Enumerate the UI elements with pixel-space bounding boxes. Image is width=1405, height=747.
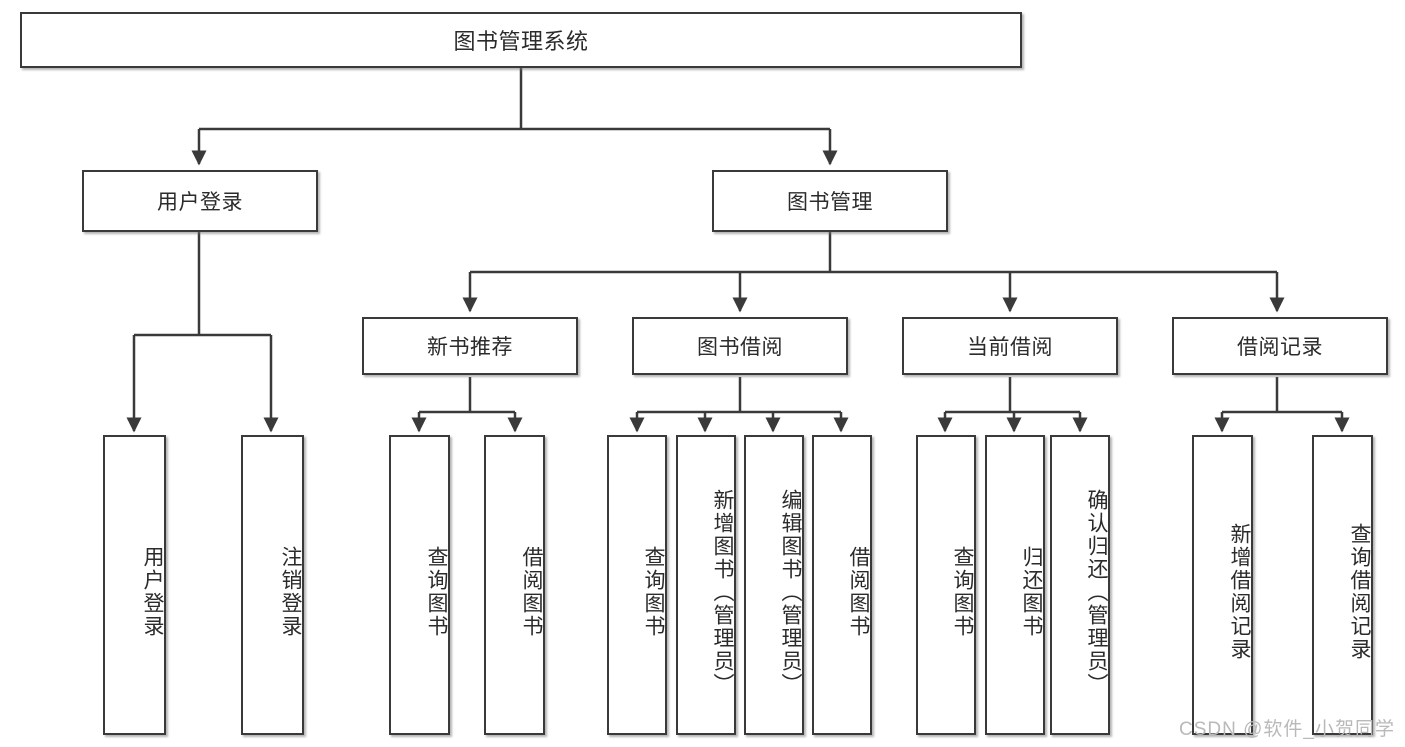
node-leaf-query-book-1-label: 查询图书 xyxy=(425,546,448,638)
node-new-book-recommend[interactable]: 新书推荐 xyxy=(362,317,578,375)
node-user-login-label: 用户登录 xyxy=(157,191,243,214)
node-new-book-recommend-label: 新书推荐 xyxy=(427,336,513,359)
node-leaf-user-login[interactable]: 用户登录 xyxy=(103,435,166,735)
node-leaf-borrow-book-1[interactable]: 借阅图书 xyxy=(484,435,545,735)
node-root[interactable]: 图书管理系统 xyxy=(20,12,1022,68)
node-leaf-borrow-book-1-label: 借阅图书 xyxy=(520,546,543,638)
node-leaf-confirm-return[interactable]: 确认归还（管理员） xyxy=(1050,435,1110,735)
node-leaf-edit-book-label: 编辑图书（管理员） xyxy=(779,488,802,696)
node-leaf-query-book-2[interactable]: 查询图书 xyxy=(607,435,667,735)
node-book-borrow[interactable]: 图书借阅 xyxy=(632,317,848,375)
node-book-borrow-label: 图书借阅 xyxy=(697,336,783,359)
node-leaf-return-book[interactable]: 归还图书 xyxy=(985,435,1045,735)
node-leaf-add-book[interactable]: 新增图书（管理员） xyxy=(676,435,736,735)
node-user-login[interactable]: 用户登录 xyxy=(82,170,318,232)
watermark: CSDN @软件_小贺同学 xyxy=(1179,719,1395,740)
node-current-borrow[interactable]: 当前借阅 xyxy=(902,317,1118,375)
node-current-borrow-label: 当前借阅 xyxy=(967,336,1053,359)
node-leaf-add-book-label: 新增图书（管理员） xyxy=(711,488,734,696)
node-leaf-query-book-3[interactable]: 查询图书 xyxy=(916,435,976,735)
node-leaf-borrow-book-2-label: 借阅图书 xyxy=(847,546,870,638)
node-leaf-query-book-2-label: 查询图书 xyxy=(642,546,665,638)
node-leaf-add-record-label: 新增借阅记录 xyxy=(1228,523,1251,661)
node-leaf-add-record[interactable]: 新增借阅记录 xyxy=(1192,435,1253,735)
node-leaf-query-book-3-label: 查询图书 xyxy=(951,546,974,638)
node-leaf-user-logout[interactable]: 注销登录 xyxy=(241,435,304,735)
node-leaf-user-logout-label: 注销登录 xyxy=(279,546,302,638)
node-borrow-record[interactable]: 借阅记录 xyxy=(1172,317,1388,375)
node-book-manage-label: 图书管理 xyxy=(787,191,873,214)
node-leaf-confirm-return-label: 确认归还（管理员） xyxy=(1085,488,1108,696)
node-leaf-edit-book[interactable]: 编辑图书（管理员） xyxy=(744,435,804,735)
node-leaf-user-login-label: 用户登录 xyxy=(141,546,164,638)
node-borrow-record-label: 借阅记录 xyxy=(1237,336,1323,359)
node-leaf-query-record-label: 查询借阅记录 xyxy=(1348,523,1371,661)
node-book-manage[interactable]: 图书管理 xyxy=(712,170,948,232)
node-leaf-query-record[interactable]: 查询借阅记录 xyxy=(1312,435,1373,735)
node-root-label: 图书管理系统 xyxy=(453,29,589,54)
node-leaf-query-book-1[interactable]: 查询图书 xyxy=(389,435,450,735)
node-leaf-borrow-book-2[interactable]: 借阅图书 xyxy=(812,435,872,735)
node-leaf-return-book-label: 归还图书 xyxy=(1020,546,1043,638)
